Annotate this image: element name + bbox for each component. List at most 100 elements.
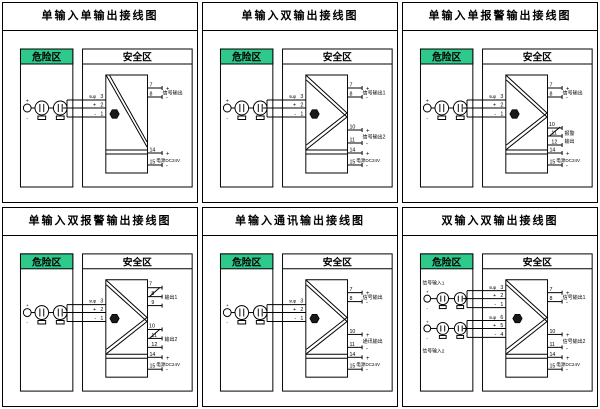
svg-text:8: 8 — [149, 91, 152, 97]
wiring-diagram: 危险区 安全区 — [419, 48, 593, 188]
svg-text:+: + — [226, 99, 229, 104]
svg-text:sup: sup — [89, 94, 97, 99]
svg-text:-: - — [226, 321, 228, 326]
svg-text:电源DC24V: 电源DC24V — [556, 361, 581, 368]
svg-text:-: - — [94, 316, 96, 322]
panel-single-in-dual-out: 单输入双输出接线图 危险区 安全区 — [200, 0, 400, 205]
svg-text:5: 5 — [500, 323, 503, 329]
svg-text:4: 4 — [500, 332, 503, 338]
svg-text:安全区: 安全区 — [323, 50, 352, 63]
panel-frame: 单输入通讯输出接线图 危险区 安全区 — [202, 207, 398, 407]
ex-hexagon-icon — [309, 313, 320, 324]
svg-text:安全区: 安全区 — [523, 255, 552, 268]
svg-text:10: 10 — [149, 323, 155, 329]
svg-text:输出: 输出 — [565, 138, 575, 145]
svg-text:7: 7 — [549, 82, 552, 88]
signal-input-circuit: + - — [22, 99, 106, 122]
svg-text:-: - — [366, 346, 368, 352]
svg-text:-: - — [26, 321, 28, 326]
svg-text:输出2: 输出2 — [165, 336, 178, 343]
svg-text:危险区: 危险区 — [32, 255, 61, 268]
relay-contact-arm — [549, 126, 561, 137]
input-terminals: sup 3 + 2 - 1 — [89, 94, 103, 118]
isolator-device — [505, 279, 549, 378]
panel-single-in-single-out: 单输入单输出接线图 危险区 安全区 — [0, 0, 200, 205]
panel-title: 单输入单报警输出接线图 — [403, 3, 597, 31]
svg-text:电源DC24V: 电源DC24V — [556, 157, 581, 164]
svg-text:12: 12 — [151, 342, 157, 348]
transmitter-icon — [436, 321, 450, 339]
danger-zone-box: 危险区 — [19, 253, 74, 392]
panel-frame: 单输入双输出接线图 危险区 安全区 — [202, 2, 398, 203]
ex-hexagon-icon — [109, 109, 120, 119]
danger-zone-label: 危险区 — [32, 50, 61, 63]
svg-text:-: - — [26, 116, 28, 121]
svg-text:3: 3 — [300, 299, 303, 305]
svg-text:2: 2 — [500, 293, 503, 299]
signal-output-terminals: 7 + 信号输出 8 - — [147, 82, 183, 102]
svg-text:+: + — [426, 99, 429, 104]
svg-text:危险区: 危险区 — [432, 255, 461, 268]
svg-text:安全区: 安全区 — [123, 255, 152, 268]
svg-text:1: 1 — [500, 111, 503, 117]
svg-text:+: + — [426, 320, 429, 325]
svg-text:11: 11 — [549, 342, 555, 348]
alarm-relay-1-terminals: 7 8 9 输出1 — [147, 282, 178, 308]
input-terminals: sup 3 + 2 - 1 — [289, 94, 303, 118]
current-source-icon: + - — [423, 291, 432, 312]
svg-text:-: - — [494, 302, 496, 308]
svg-text:sup: sup — [289, 299, 297, 304]
svg-text:2: 2 — [500, 102, 503, 108]
danger-zone-box: 危险区 — [19, 48, 74, 188]
svg-text:+: + — [493, 293, 496, 299]
svg-text:+: + — [93, 102, 96, 108]
svg-text:14: 14 — [149, 352, 155, 358]
svg-text:8: 8 — [549, 91, 552, 97]
transmitter-icon — [252, 305, 268, 325]
svg-text:+: + — [566, 356, 570, 362]
panel-single-in-dual-alarm-out: 单输入双报警输出接线图 危险区 安全区 — [0, 205, 200, 409]
danger-zone-box: 危险区 — [419, 48, 474, 188]
current-source-icon: + - — [22, 304, 32, 326]
svg-text:11: 11 — [349, 342, 355, 348]
svg-text:sup: sup — [489, 315, 497, 320]
alarm-relay-terminals: 10 11 12 报警 输出 — [547, 122, 575, 147]
svg-text:-: - — [226, 116, 228, 121]
isolator-device — [105, 279, 149, 378]
panel-frame: 单输入单报警输出接线图 危险区 安全区 — [402, 2, 598, 203]
signal-output-1-terminals: 7 + 信号输出1 8 - — [547, 287, 586, 306]
svg-text:信号输出2: 信号输出2 — [363, 133, 386, 140]
signal-input-circuit: + - — [222, 304, 306, 326]
svg-text:安全区: 安全区 — [523, 50, 552, 63]
svg-text:+: + — [566, 333, 570, 339]
current-source-icon: + - — [422, 99, 432, 122]
svg-text:2: 2 — [300, 102, 303, 108]
isolator-device — [305, 74, 349, 174]
svg-text:8: 8 — [151, 291, 154, 297]
svg-text:+: + — [493, 323, 496, 329]
wiring-diagram: 危险区 安全区 — [19, 48, 193, 188]
svg-text:-: - — [94, 111, 96, 117]
svg-text:3: 3 — [300, 94, 303, 100]
svg-text:14: 14 — [149, 147, 155, 153]
svg-text:电源DC24V: 电源DC24V — [356, 361, 381, 368]
svg-text:15: 15 — [149, 159, 155, 165]
danger-zone-box: 危险区 — [419, 253, 474, 392]
svg-text:+: + — [366, 151, 370, 157]
transmitter-icon — [436, 292, 450, 310]
svg-text:14: 14 — [349, 352, 355, 358]
svg-text:7: 7 — [349, 287, 352, 293]
signal-input-1-circuit: + - — [423, 290, 506, 312]
svg-text:-: - — [166, 368, 168, 374]
transmitter-icon — [34, 100, 50, 120]
svg-text:sup: sup — [489, 94, 497, 99]
svg-text:15: 15 — [349, 364, 355, 370]
alarm-relay-2-terminals: 10 11 12 输出2 — [147, 323, 178, 350]
input-terminals: sup 3 + 2 - 1 — [89, 299, 103, 322]
svg-text:-: - — [366, 141, 368, 147]
svg-text:+: + — [166, 86, 170, 92]
svg-text:-: - — [566, 95, 568, 101]
output-label: 信号输出 — [163, 89, 183, 96]
power-terminals: 14 + 电源DC24V 15 - — [147, 352, 181, 374]
signal-output-2-terminals: 10 + 信号输出2 11 - — [547, 329, 586, 352]
